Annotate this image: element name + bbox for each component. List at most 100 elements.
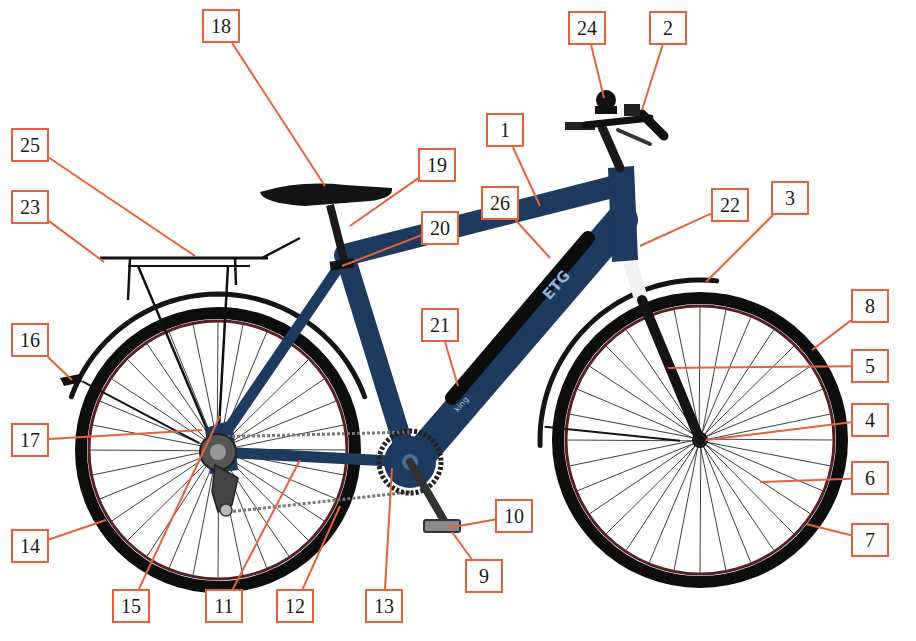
handlebar bbox=[618, 130, 650, 144]
frame bbox=[218, 258, 345, 444]
handlebar bbox=[602, 127, 620, 168]
leader-line bbox=[706, 422, 851, 440]
callout-box: 14 bbox=[11, 529, 49, 563]
leader-line bbox=[303, 506, 340, 589]
leader-line bbox=[139, 416, 220, 589]
spoke bbox=[703, 446, 750, 563]
callout-number: 8 bbox=[865, 296, 875, 316]
leader-line bbox=[385, 468, 392, 589]
leader-line bbox=[342, 235, 421, 266]
rear-rack bbox=[128, 258, 130, 300]
bell bbox=[595, 90, 617, 114]
callout-box: 19 bbox=[418, 148, 456, 182]
frame bbox=[205, 166, 638, 474]
drivetrain bbox=[210, 444, 226, 460]
spoke bbox=[112, 379, 213, 446]
leader-line bbox=[448, 519, 495, 528]
callout-number: 10 bbox=[504, 506, 524, 526]
callout-box: 21 bbox=[421, 308, 459, 342]
callout-number: 1 bbox=[500, 120, 510, 140]
callout-number: 3 bbox=[785, 188, 795, 208]
battery bbox=[452, 238, 588, 398]
spoke bbox=[700, 447, 702, 573]
leader-line bbox=[452, 532, 472, 559]
callout-number: 11 bbox=[214, 596, 233, 616]
spoke bbox=[100, 453, 212, 499]
spoke bbox=[706, 366, 810, 437]
rear-rack bbox=[100, 257, 268, 260]
callout-number: 17 bbox=[20, 430, 40, 450]
tire bbox=[558, 298, 842, 582]
callout-box: 20 bbox=[421, 211, 459, 245]
spoke bbox=[699, 307, 701, 433]
leader-line bbox=[232, 43, 325, 186]
callout-box: 25 bbox=[11, 128, 49, 162]
callout-number: 2 bbox=[663, 18, 673, 38]
spoke bbox=[570, 441, 693, 466]
drivetrain bbox=[410, 462, 446, 524]
spoke bbox=[147, 344, 215, 444]
drivetrain bbox=[215, 432, 410, 437]
spoke bbox=[169, 332, 215, 444]
callout-number: 12 bbox=[285, 596, 305, 616]
spoke bbox=[701, 447, 726, 570]
rear-rack bbox=[128, 265, 250, 267]
seat-post-and-saddle bbox=[260, 184, 392, 206]
spoke bbox=[702, 310, 726, 434]
callout-number: 20 bbox=[430, 218, 450, 238]
callout-box: 4 bbox=[851, 403, 889, 437]
callout-box: 13 bbox=[365, 589, 403, 623]
spoke bbox=[705, 445, 810, 514]
front-wheel bbox=[558, 298, 842, 582]
rear-fender bbox=[71, 294, 364, 397]
callout-number: 23 bbox=[20, 197, 40, 217]
wheel-group bbox=[81, 298, 842, 587]
rim bbox=[89, 321, 347, 579]
leader-line bbox=[48, 357, 72, 380]
leader-line bbox=[760, 479, 851, 482]
callout-box: 11 bbox=[205, 589, 243, 623]
tire bbox=[81, 313, 355, 587]
drivetrain bbox=[200, 434, 236, 470]
spoke bbox=[147, 455, 214, 556]
fork bbox=[642, 300, 700, 440]
frame bbox=[345, 256, 408, 460]
callout-number: 24 bbox=[577, 18, 597, 38]
callout-number: 4 bbox=[865, 410, 875, 430]
leader-line bbox=[640, 214, 711, 246]
leader-line bbox=[812, 320, 851, 350]
callout-box: 26 bbox=[481, 186, 519, 220]
spoke bbox=[90, 450, 211, 452]
callout-number: 7 bbox=[865, 530, 875, 550]
rear-wheel bbox=[81, 313, 355, 587]
drivetrain bbox=[220, 504, 232, 516]
spoke bbox=[706, 389, 823, 436]
callout-number: 14 bbox=[20, 536, 40, 556]
leader-line bbox=[350, 178, 418, 226]
callout-box: 22 bbox=[711, 188, 749, 222]
handlebar bbox=[565, 104, 664, 168]
spoke bbox=[705, 329, 774, 434]
callout-box: 23 bbox=[11, 190, 49, 224]
callout-number: 6 bbox=[865, 468, 875, 488]
leader-line bbox=[806, 524, 851, 535]
callout-box: 9 bbox=[465, 559, 503, 593]
frame-lettering: king bbox=[453, 395, 471, 414]
callout-number: 5 bbox=[865, 356, 875, 376]
callout-box: 8 bbox=[851, 289, 889, 323]
bell bbox=[595, 106, 617, 114]
leader-line bbox=[49, 520, 106, 540]
rear-rack bbox=[262, 238, 300, 258]
leader-line bbox=[642, 45, 663, 110]
spoke bbox=[704, 346, 794, 435]
callout-box: 3 bbox=[771, 181, 809, 215]
callout-number: 18 bbox=[211, 16, 231, 36]
frame-lettering: ETG bbox=[538, 267, 573, 304]
callout-box: 18 bbox=[202, 9, 240, 43]
callout-number: 19 bbox=[427, 155, 447, 175]
callout-box: 16 bbox=[11, 323, 49, 357]
spoke bbox=[703, 446, 774, 550]
drivetrain bbox=[200, 431, 460, 532]
spoke bbox=[626, 445, 695, 550]
